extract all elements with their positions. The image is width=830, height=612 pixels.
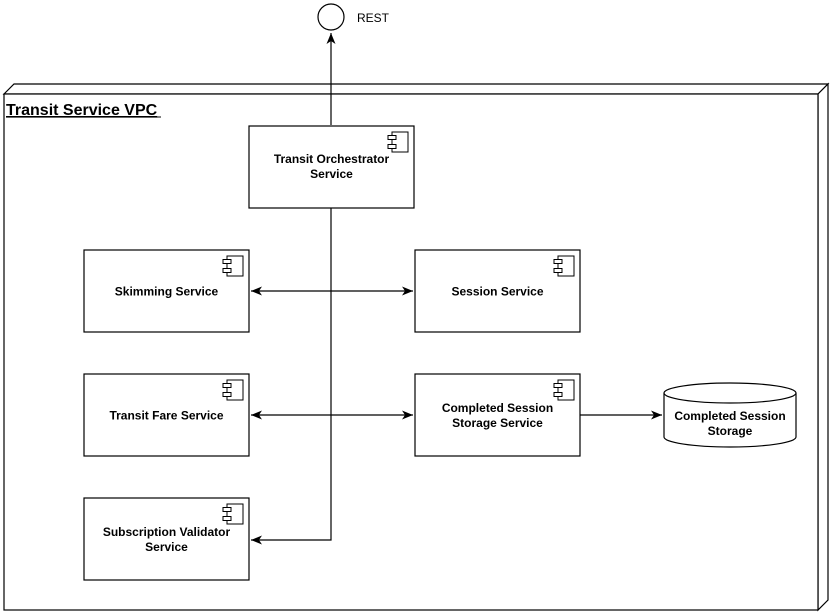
vpc-title: Transit Service VPC [6,102,158,119]
component-icon [553,255,575,277]
component-label-line1: Transit Orchestrator [274,152,390,166]
component-label-line2: Service [145,540,188,554]
database-cylinder-top [663,382,797,404]
vpc-node-side-face [817,82,829,612]
rest-interface[interactable]: REST [317,3,390,31]
transit-fare-service[interactable]: Transit Fare Service [83,373,250,457]
component-label-line1: Subscription Validator [103,525,231,539]
rest-interface-circle [317,3,345,31]
database-label-line1: Completed Session [674,409,785,423]
rest-label: REST [357,11,390,25]
component-label: Skimming Service [115,285,219,299]
component-box [83,249,250,333]
component-box [83,373,250,457]
skimming-service[interactable]: Skimming Service [83,249,250,333]
component-box [414,249,581,333]
component-icon [553,379,575,401]
component-box [248,125,415,209]
orchestrator-to-subscription-arrow [251,208,332,545]
vpc-node-top-face [2,83,830,95]
connectors [251,33,662,545]
subscription-validator-service[interactable]: Subscription Validator Service [83,497,250,581]
component-label: Transit Fare Service [109,409,223,423]
component-box [414,373,581,457]
transit-orchestrator-service[interactable]: Transit Orchestrator Service [248,125,415,209]
component-label-line2: Service [310,167,353,181]
component-box [83,497,250,581]
component-icon [222,379,244,401]
component-label-line2: Storage Service [452,416,543,430]
component-label-line1: Completed Session [442,401,553,415]
database-cylinder-body [663,393,797,448]
component-icon [387,131,409,153]
database-label-line2: Storage [708,424,753,438]
completed-session-storage-database[interactable]: Completed Session Storage [663,382,797,448]
component-label: Session Service [451,285,543,299]
session-service[interactable]: Session Service [414,249,581,333]
component-icon [222,255,244,277]
completed-session-storage-service[interactable]: Completed Session Storage Service [414,373,581,457]
component-icon [222,503,244,525]
